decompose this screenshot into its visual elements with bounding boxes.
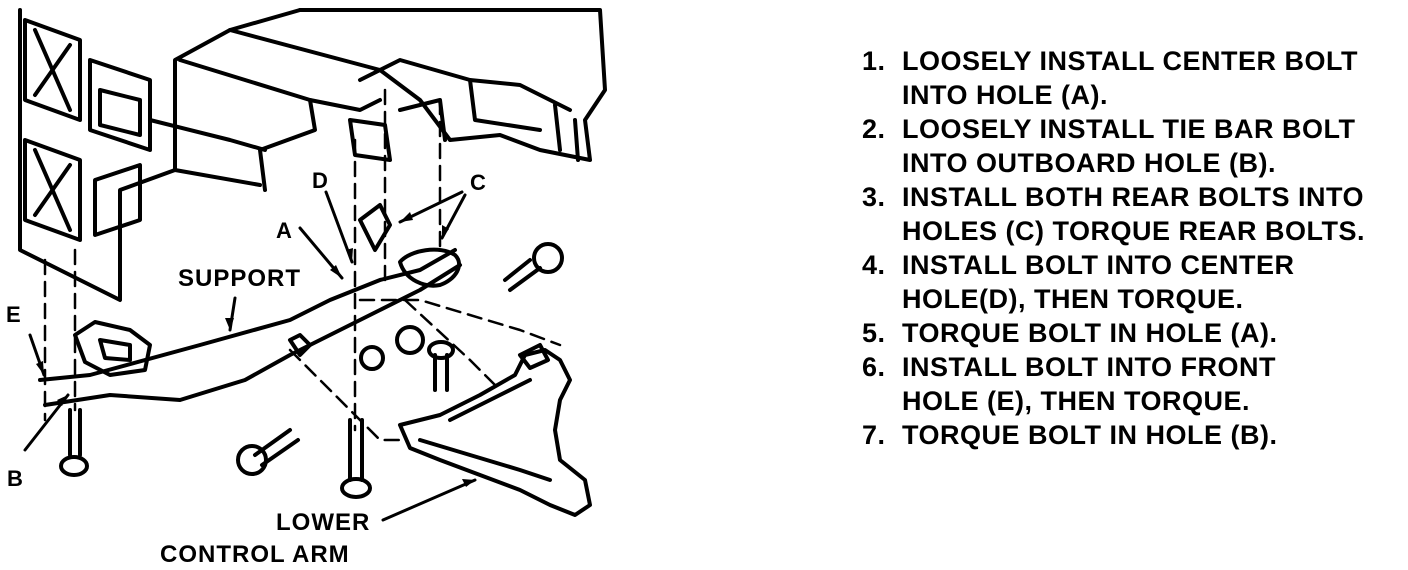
arrowheads (36, 212, 475, 487)
step-6: 6. INSTALL BOLT INTO FRONT HOLE (E), THEN … (862, 350, 1402, 418)
label-b: B (7, 466, 23, 491)
label-support: SUPPORT (178, 265, 301, 292)
step-line: INSTALL BOLT INTO FRONT (902, 352, 1276, 382)
step-7: 7. TORQUE BOLT IN HOLE (B). (862, 418, 1402, 452)
step-number: 1. (862, 46, 886, 76)
step-3: 3. INSTALL BOTH REAR BOLTS INTO HOLES (C) … (862, 180, 1402, 248)
bolts (59, 242, 564, 499)
step-text: TORQUE BOLT IN HOLE (A). (902, 316, 1402, 350)
leader-lines (23, 190, 477, 522)
engine-cradle (298, 8, 607, 162)
step-line: TORQUE BOLT IN HOLE (B). (902, 420, 1278, 450)
step-line: INSTALL BOTH REAR BOLTS INTO (902, 182, 1364, 212)
alignment-lines (43, 88, 562, 442)
label-control-arm: CONTROL ARM (160, 541, 350, 568)
step-text: LOOSELY INSTALL CENTER BOLT INTO HOLE (A)… (902, 44, 1402, 112)
step-number: 3. (862, 182, 886, 212)
step-text: TORQUE BOLT IN HOLE (B). (902, 418, 1402, 452)
step-text: LOOSELY INSTALL TIE BAR BOLT INTO OUTBOAR… (902, 112, 1402, 180)
step-5: 5. TORQUE BOLT IN HOLE (A). (862, 316, 1402, 350)
label-a: A (276, 218, 292, 243)
step-line: INTO HOLE (A). (902, 80, 1108, 110)
step-number: 5. (862, 318, 886, 348)
support-bar (38, 203, 462, 407)
step-line: INSTALL BOLT INTO CENTER (902, 250, 1295, 280)
step-line: HOLE(D), THEN TORQUE. (902, 284, 1244, 314)
step-text: INSTALL BOTH REAR BOLTS INTO HOLES (C) TO… (902, 180, 1402, 248)
step-line: LOOSELY INSTALL TIE BAR BOLT (902, 114, 1356, 144)
step-line: INTO OUTBOARD HOLE (B). (902, 148, 1276, 178)
suspension-diagram: A B C D E SUPPORT LOWER CONTROL ARM (6, 8, 607, 568)
step-text: INSTALL BOLT INTO FRONT HOLE (E), THEN TO… (902, 350, 1402, 418)
label-d: D (312, 168, 328, 193)
lower-control-arm (398, 343, 592, 517)
step-line: LOOSELY INSTALL CENTER BOLT (902, 46, 1359, 76)
frame-rail (18, 8, 382, 302)
step-number: 4. (862, 250, 886, 280)
step-1: 1. LOOSELY INSTALL CENTER BOLT INTO HOLE (… (862, 44, 1402, 112)
step-number: 6. (862, 352, 886, 382)
label-e: E (6, 302, 21, 327)
instruction-list: 1. LOOSELY INSTALL CENTER BOLT INTO HOLE (… (862, 44, 1402, 452)
label-c: C (470, 170, 486, 195)
step-2: 2. LOOSELY INSTALL TIE BAR BOLT INTO OUTBO… (862, 112, 1402, 180)
label-lower: LOWER (276, 509, 370, 536)
step-4: 4. INSTALL BOLT INTO CENTER HOLE(D), THEN … (862, 248, 1402, 316)
step-line: HOLES (C) TORQUE REAR BOLTS. (902, 216, 1366, 246)
step-line: TORQUE BOLT IN HOLE (A). (902, 318, 1278, 348)
step-text: INSTALL BOLT INTO CENTER HOLE(D), THEN TO… (902, 248, 1402, 316)
step-line: HOLE (E), THEN TORQUE. (902, 386, 1251, 416)
step-number: 2. (862, 114, 886, 144)
step-number: 7. (862, 420, 886, 450)
